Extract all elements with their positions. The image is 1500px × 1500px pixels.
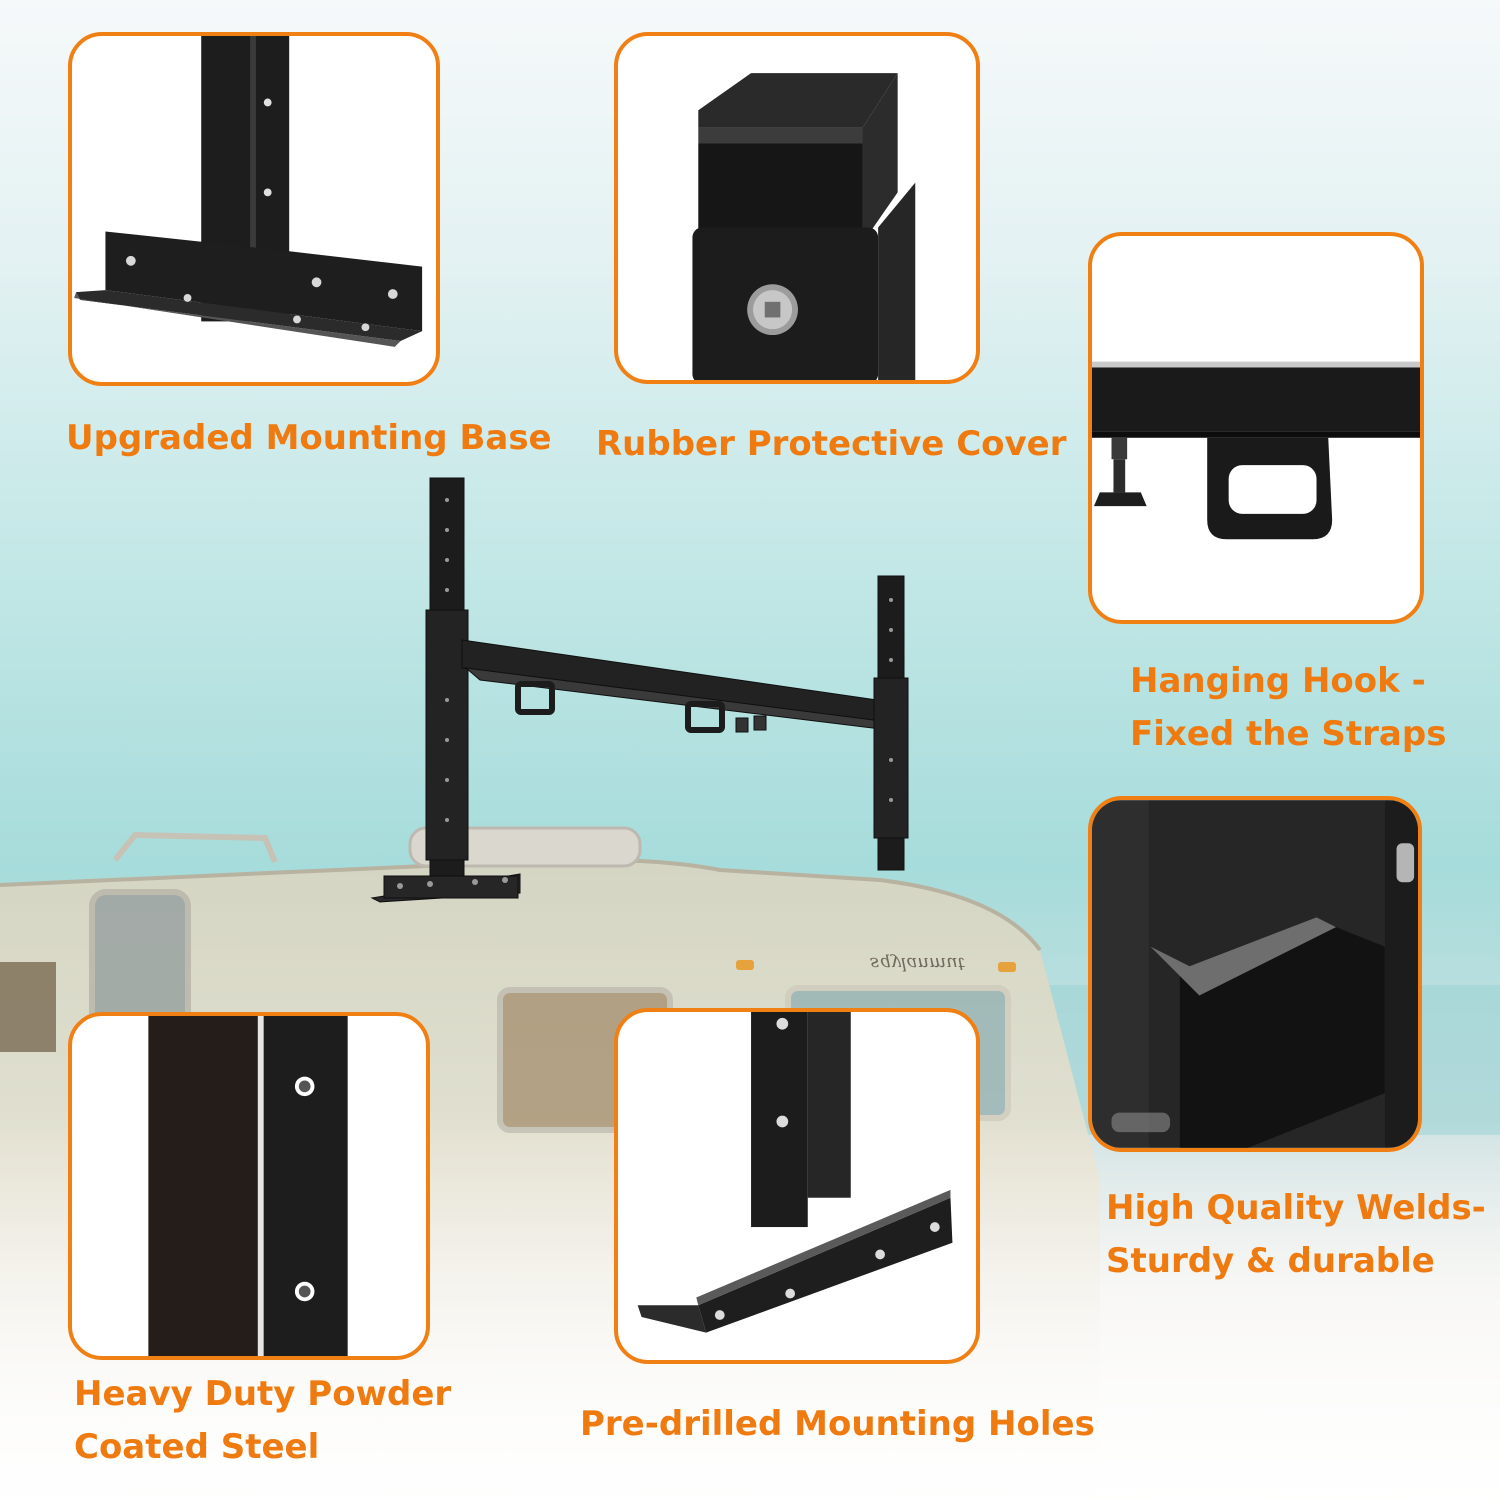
feature-image-mounting-holes xyxy=(614,1008,980,1364)
ladder-rack xyxy=(370,477,909,903)
feature-image-hanging-hook xyxy=(1088,232,1424,624)
feature-image-powder-coated xyxy=(68,1012,430,1360)
caption-hanging-hook: Hanging Hook - Fixed the Straps xyxy=(1130,661,1447,754)
feature-image-welds xyxy=(1088,796,1422,1152)
caption-mounting-base: Upgraded Mounting Base xyxy=(66,418,552,458)
caption-mounting-holes: Pre-drilled Mounting Holes xyxy=(580,1404,1095,1444)
marker-light xyxy=(998,962,1016,972)
strap-hook-illustration xyxy=(1092,361,1420,540)
marker-light xyxy=(736,960,754,970)
caption-powder-coated: Heavy Duty Powder Coated Steel xyxy=(74,1374,452,1467)
camper-badge: sqylanmut xyxy=(870,953,966,974)
end-cap-illustration xyxy=(692,73,916,380)
steel-tube-illustration xyxy=(148,1016,348,1356)
caption-welds: High Quality Welds- Sturdy & durable xyxy=(1106,1188,1486,1281)
t-mount-base-illustration xyxy=(74,36,423,347)
camper-window-left xyxy=(0,962,56,1052)
weld-seam-illustration xyxy=(1092,800,1418,1148)
roof-skylight xyxy=(112,831,278,864)
feature-image-mounting-base xyxy=(68,32,440,386)
caption-protective-cover: Rubber Protective Cover xyxy=(596,424,1067,464)
drilled-bracket-illustration xyxy=(637,1012,953,1333)
feature-image-protective-cover xyxy=(614,32,980,384)
